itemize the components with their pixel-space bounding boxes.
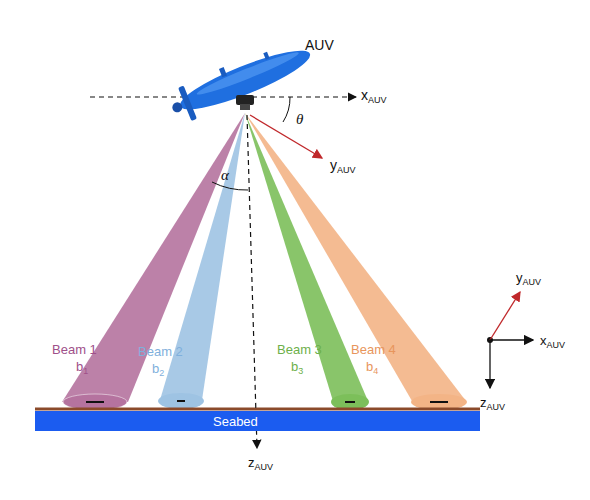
beam-label: Beam 3	[277, 342, 322, 357]
angle-symbol: α	[221, 168, 229, 183]
beam-symbol: b4	[366, 359, 378, 374]
dvl-sensor	[236, 95, 254, 105]
beam-label: Beam 1	[52, 342, 97, 357]
vehicle-name: AUV	[305, 38, 334, 53]
axis-label: yAUV	[330, 158, 356, 173]
axis-label: xAUV	[540, 333, 565, 348]
axis-label: zAUV	[248, 455, 273, 470]
band-label: Seabed	[213, 414, 480, 429]
axis-label: yAUV	[516, 270, 541, 285]
beam-symbol: b2	[152, 361, 164, 376]
angle-symbol: θ	[296, 112, 303, 127]
beam-1	[62, 113, 245, 402]
beam-symbol: b3	[291, 359, 303, 374]
axis-label: zAUV	[480, 395, 505, 410]
axis-label: xAUV	[361, 88, 387, 103]
beam-symbol: b1	[76, 359, 88, 374]
beam-label: Beam 4	[351, 342, 396, 357]
auv-body	[165, 35, 316, 126]
beam-label: Beam 2	[138, 344, 183, 359]
seabed-band: Seabed	[35, 411, 480, 431]
beam-4	[245, 113, 466, 401]
